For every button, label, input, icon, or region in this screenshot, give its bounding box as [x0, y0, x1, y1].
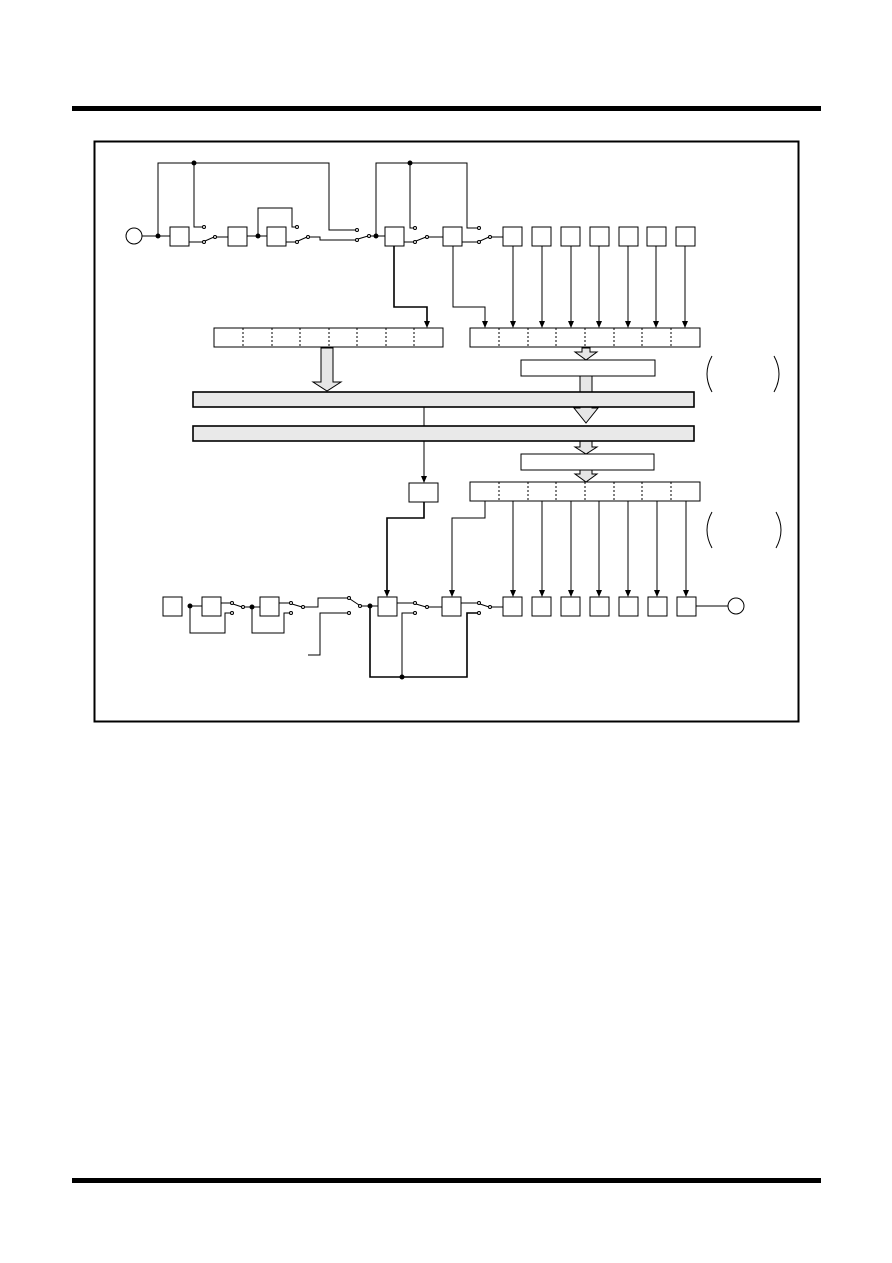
rx-block-8 — [560, 596, 581, 617]
tx-block-9 — [589, 226, 610, 247]
tx-input-terminal — [125, 227, 143, 245]
rx-block-6 — [502, 596, 523, 617]
rx-block-4 — [377, 596, 398, 617]
tx-bracket-left — [706, 355, 713, 393]
tx-block-11 — [646, 226, 667, 247]
rx-output-terminal — [727, 597, 745, 615]
tx-control-box — [520, 359, 656, 377]
tx-block-1 — [169, 226, 190, 247]
rx-block-11 — [647, 596, 668, 617]
rx-arrow-2 — [573, 469, 599, 483]
rx-control-box — [520, 453, 655, 471]
rx-block-3 — [259, 596, 280, 617]
rx-block-12 — [676, 596, 697, 617]
tx-block-12 — [675, 226, 696, 247]
tx-block-6 — [502, 226, 523, 247]
rx-single-register — [408, 482, 439, 503]
rx-block-1 — [162, 596, 183, 617]
tx-bracket-right — [773, 355, 780, 393]
rx-bracket-right — [775, 511, 782, 549]
rx-block-7 — [531, 596, 552, 617]
tx-block-8 — [560, 226, 581, 247]
tx-block-10 — [618, 226, 639, 247]
tx-block-4 — [384, 226, 405, 247]
rx-block-2 — [201, 596, 222, 617]
tx-block-7 — [531, 226, 552, 247]
tx-left-arrow — [311, 347, 343, 392]
tx-right-arrow-1 — [573, 347, 599, 361]
rx-block-5 — [441, 596, 462, 617]
bus-upper — [192, 391, 695, 408]
tx-block-5 — [442, 226, 463, 247]
diagram-frame — [93, 140, 800, 723]
tx-block-3 — [266, 226, 287, 247]
bus-lower — [192, 425, 695, 442]
rx-block-10 — [618, 596, 639, 617]
header-rule — [72, 106, 821, 111]
rx-block-9 — [589, 596, 610, 617]
rx-arrow — [573, 440, 599, 455]
footer-rule — [72, 1178, 821, 1183]
tx-block-2 — [227, 226, 248, 247]
rx-bracket-left — [706, 511, 713, 549]
